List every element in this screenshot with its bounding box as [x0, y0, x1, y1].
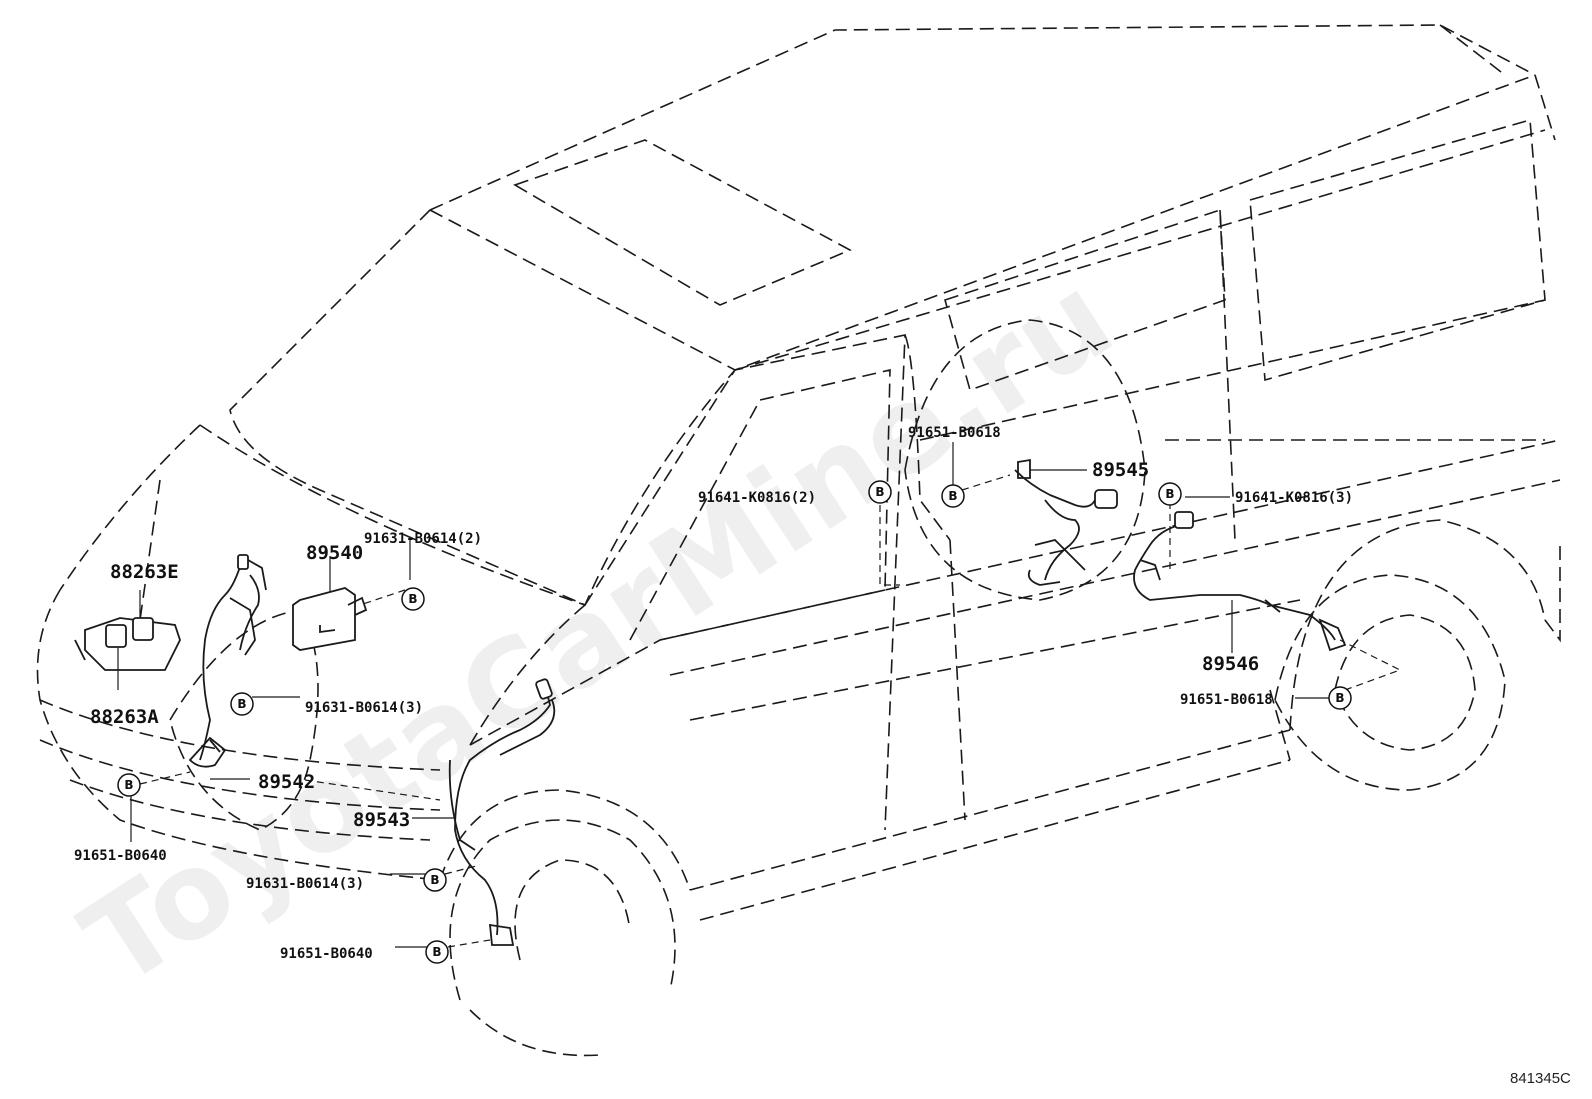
badge-91631-3a: B [230, 692, 254, 716]
part-89540-ecu [292, 587, 368, 651]
label-91651-B0640a: 91651-B0640 [74, 848, 167, 864]
svg-text:B: B [1165, 487, 1174, 501]
badge-91641-3: B [1158, 482, 1182, 506]
label-91631-B0614-3b: 91631-B0614(3) [246, 876, 364, 892]
part-89546-rear-sensor-right [1133, 511, 1347, 652]
svg-text:B: B [430, 873, 439, 887]
label-91651-B0618a: 91651-B0618 [908, 425, 1001, 441]
label-91651-B0618b: 91651-B0618 [1180, 692, 1273, 708]
label-88263E: 88263E [110, 561, 179, 583]
badge-91651-0618b: B [1328, 686, 1352, 710]
label-91631-B0614-3a: 91631-B0614(3) [305, 700, 423, 716]
svg-text:B: B [1335, 691, 1344, 705]
label-88263A: 88263A [90, 706, 159, 728]
label-91641-K0816-2: 91641-K0816(2) [698, 490, 816, 506]
label-91651-B0640b: 91651-B0640 [280, 946, 373, 962]
diagram-code: 841345C [1510, 1070, 1571, 1087]
part-88263-relays [74, 617, 181, 671]
svg-text:B: B [432, 945, 441, 959]
badge-91651-0640a: B [117, 773, 141, 797]
part-89543-front-sensor-right [448, 678, 556, 946]
leader-lines [117, 442, 1402, 948]
label-89540: 89540 [306, 542, 363, 564]
vehicle-outline [36, 24, 1561, 1057]
svg-text:B: B [237, 697, 246, 711]
label-89545: 89545 [1092, 459, 1149, 481]
svg-text:B: B [875, 485, 884, 499]
label-89546: 89546 [1202, 653, 1259, 675]
label-89543: 89543 [353, 809, 410, 831]
svg-text:B: B [408, 592, 417, 606]
label-91641-K0816-3: 91641-K0816(3) [1235, 490, 1353, 506]
label-89542: 89542 [258, 771, 315, 793]
watermark-text: ToyotaCarMine.ru [60, 248, 1136, 1014]
svg-text:B: B [124, 778, 133, 792]
badge-91651-0618a: B [941, 484, 965, 508]
badge-91631-2: B [401, 587, 425, 611]
badge-91651-0640b: B [425, 940, 449, 964]
badge-91631-3b: B [423, 868, 447, 892]
part-89542-front-sensor-left [188, 554, 267, 768]
svg-text:B: B [948, 489, 957, 503]
part-89545-rear-sensor-left [1014, 458, 1118, 586]
badge-91641-2: B [868, 480, 892, 504]
label-91631-B0614-2: 91631-B0614(2) [364, 531, 482, 547]
